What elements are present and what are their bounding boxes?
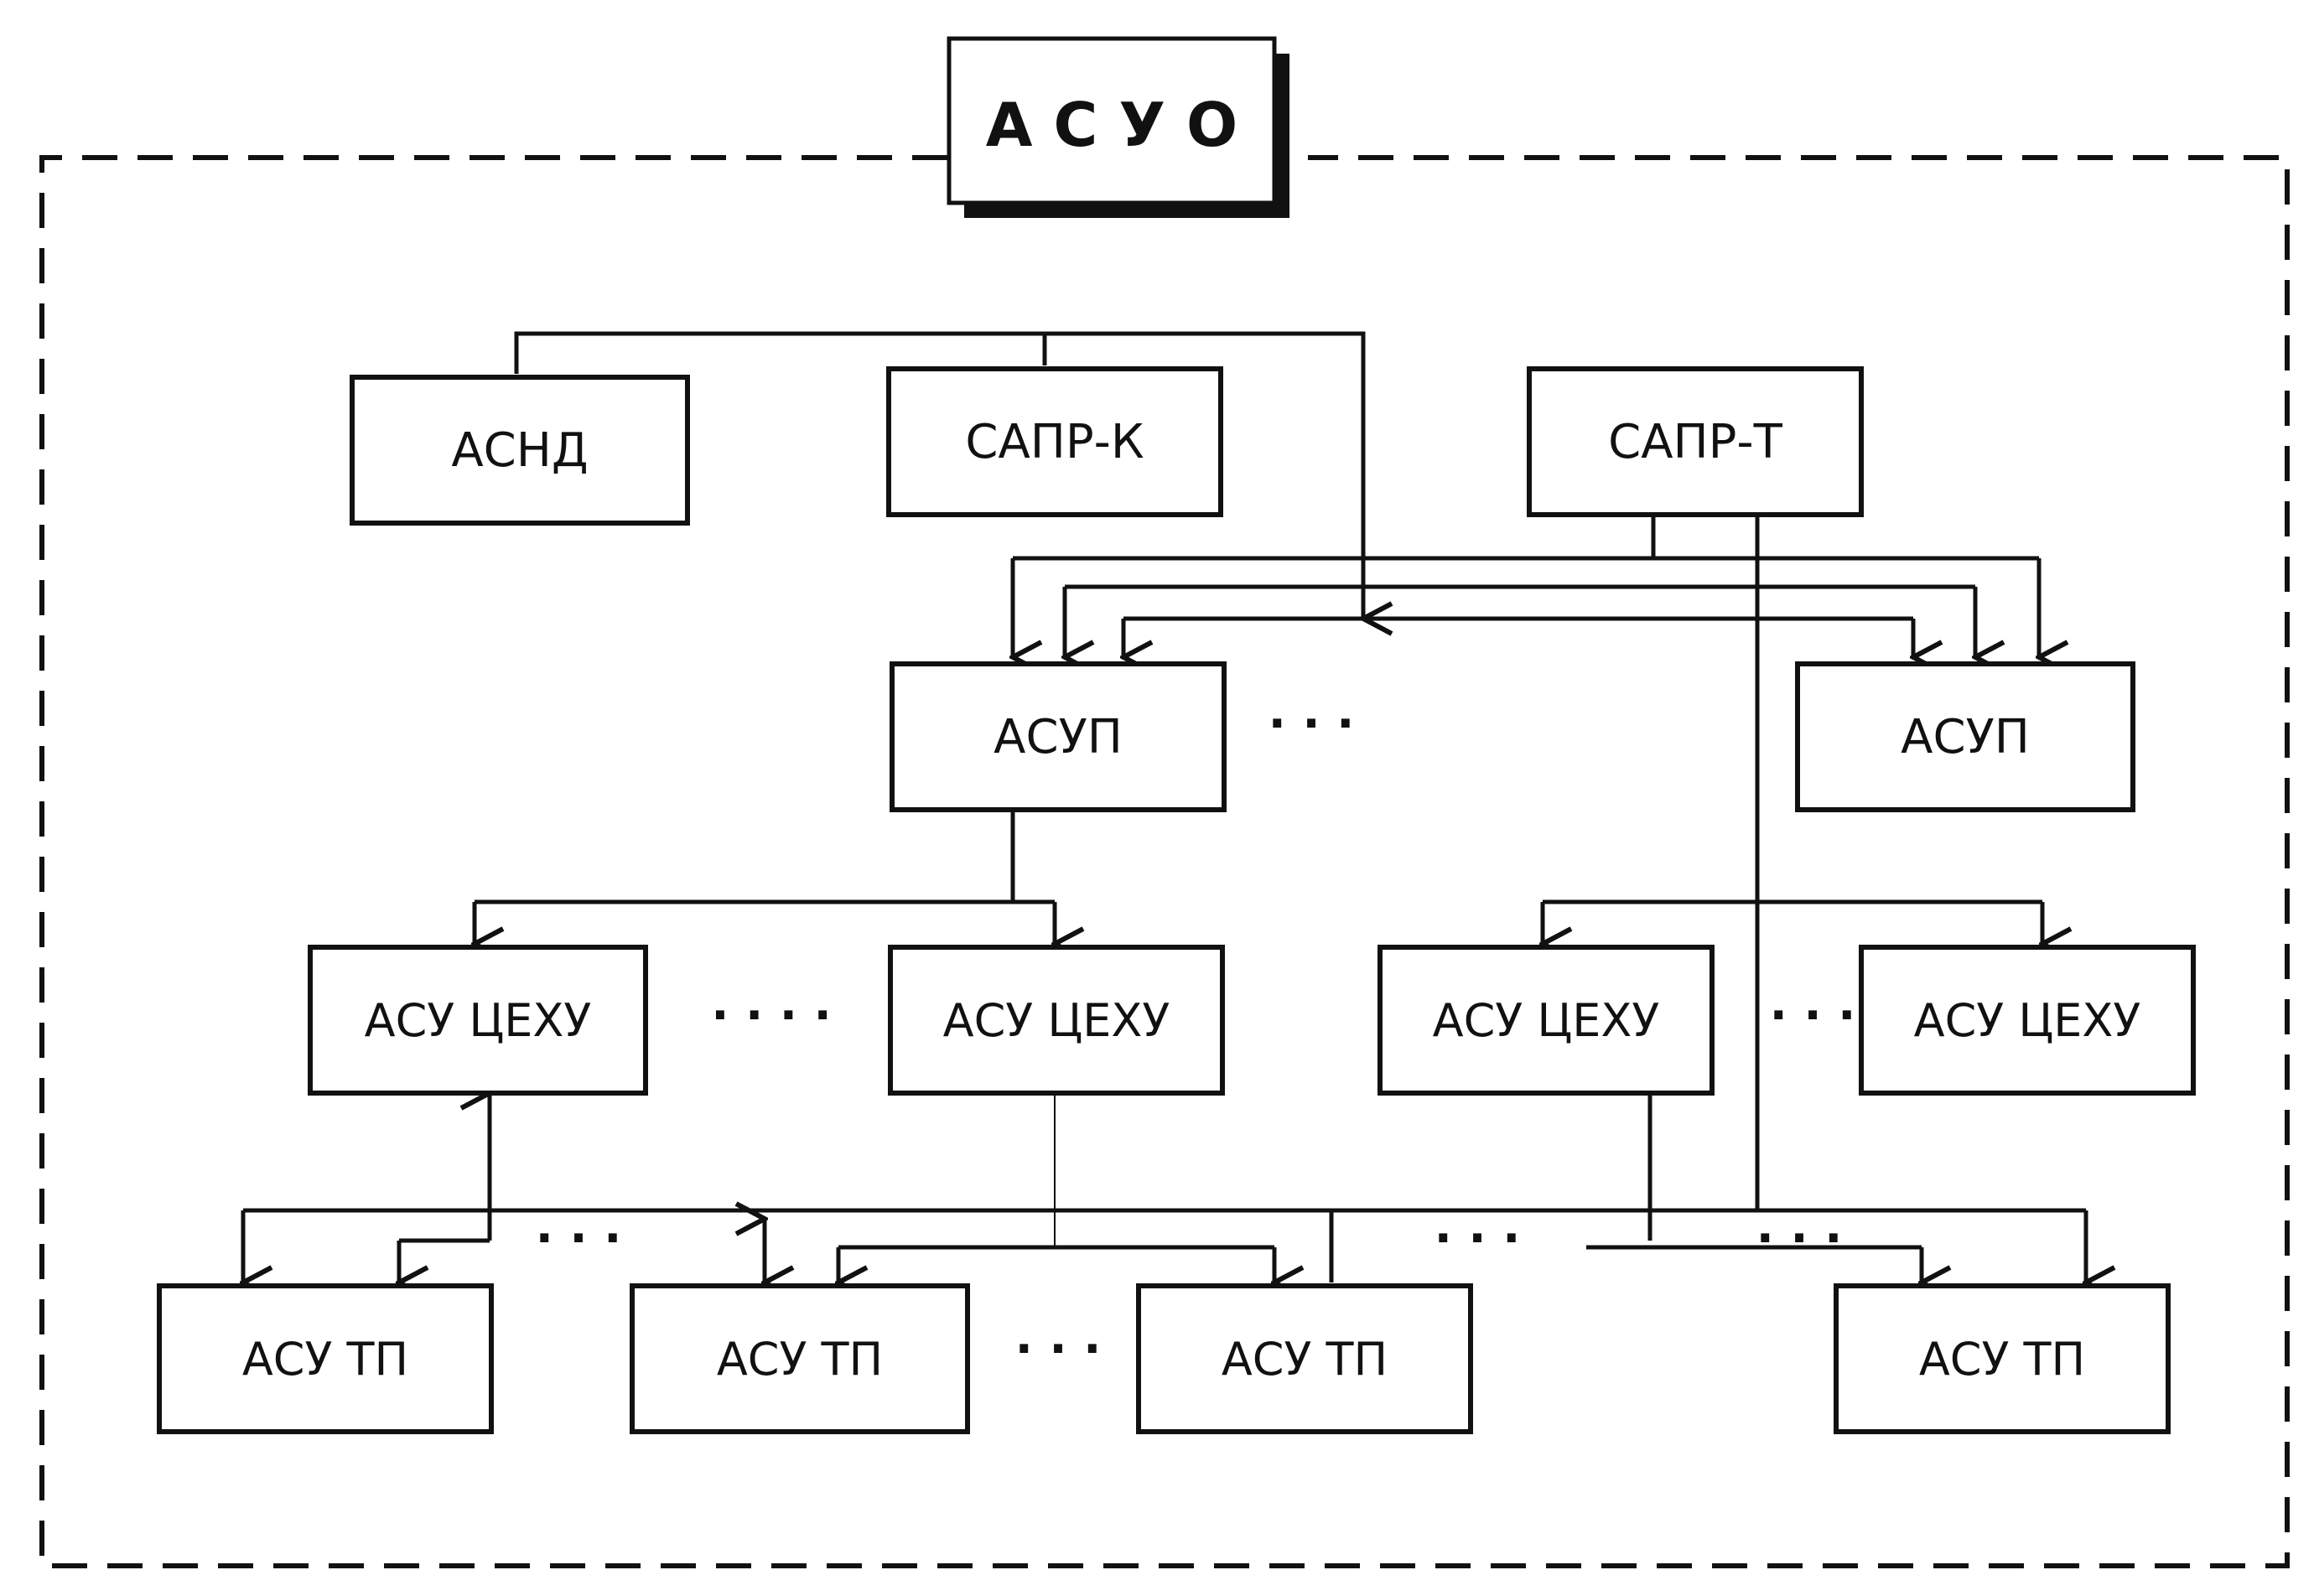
box-tp-3 bbox=[1136, 1283, 1473, 1434]
box-asnd bbox=[350, 375, 690, 526]
box-tp-1 bbox=[157, 1283, 494, 1434]
label-tp-2: АСУ ТП bbox=[717, 1333, 883, 1386]
label-shop-4: АСУ ЦЕХУ bbox=[1914, 994, 2141, 1047]
label-sapr-t: САПР-Т bbox=[1608, 415, 1782, 469]
label-tp-4: АСУ ТП bbox=[1919, 1333, 2085, 1386]
box-shop-2 bbox=[888, 945, 1225, 1096]
label-sapr-k: САПР-К bbox=[965, 415, 1144, 469]
label-tp-1: АСУ ТП bbox=[242, 1333, 408, 1386]
box-asup-left bbox=[890, 661, 1227, 812]
box-tp-2 bbox=[630, 1283, 970, 1434]
label-tp-3: АСУ ТП bbox=[1222, 1333, 1388, 1386]
connectors bbox=[243, 331, 2086, 1282]
box-asup-right bbox=[1795, 661, 2135, 812]
title-box bbox=[947, 36, 1277, 205]
box-shop-3 bbox=[1378, 945, 1715, 1096]
ellipsis-enterprise: · · · bbox=[1269, 697, 1355, 751]
box-sapr-k bbox=[886, 366, 1223, 517]
box-shop-1 bbox=[308, 945, 648, 1096]
label-shop-1: АСУ ЦЕХУ bbox=[365, 994, 592, 1047]
label-shop-2: АСУ ЦЕХУ bbox=[943, 994, 1170, 1047]
top-bus bbox=[514, 331, 1366, 617]
diagram-title: А С У О bbox=[986, 90, 1237, 160]
box-tp-4 bbox=[1834, 1283, 2171, 1434]
label-asup-left: АСУП bbox=[994, 710, 1123, 764]
ellipsis-process-1: · · · bbox=[536, 1211, 622, 1266]
ellipsis-workshop-right: · · · bbox=[1770, 988, 1856, 1043]
label-asnd: АСНД bbox=[451, 423, 588, 478]
ellipsis-process-4: · · · bbox=[1756, 1211, 1843, 1266]
box-shop-4 bbox=[1859, 945, 2196, 1096]
label-asup-right: АСУП bbox=[1901, 710, 2030, 764]
ellipsis-process-2: · · · bbox=[1015, 1322, 1102, 1376]
ellipsis-process-3: · · · bbox=[1435, 1211, 1521, 1266]
system-boundary bbox=[39, 155, 2290, 1568]
label-shop-3: АСУ ЦЕХУ bbox=[1433, 994, 1660, 1047]
ellipsis-workshop-left: · · · · bbox=[711, 988, 832, 1043]
box-sapr-t bbox=[1527, 366, 1864, 517]
